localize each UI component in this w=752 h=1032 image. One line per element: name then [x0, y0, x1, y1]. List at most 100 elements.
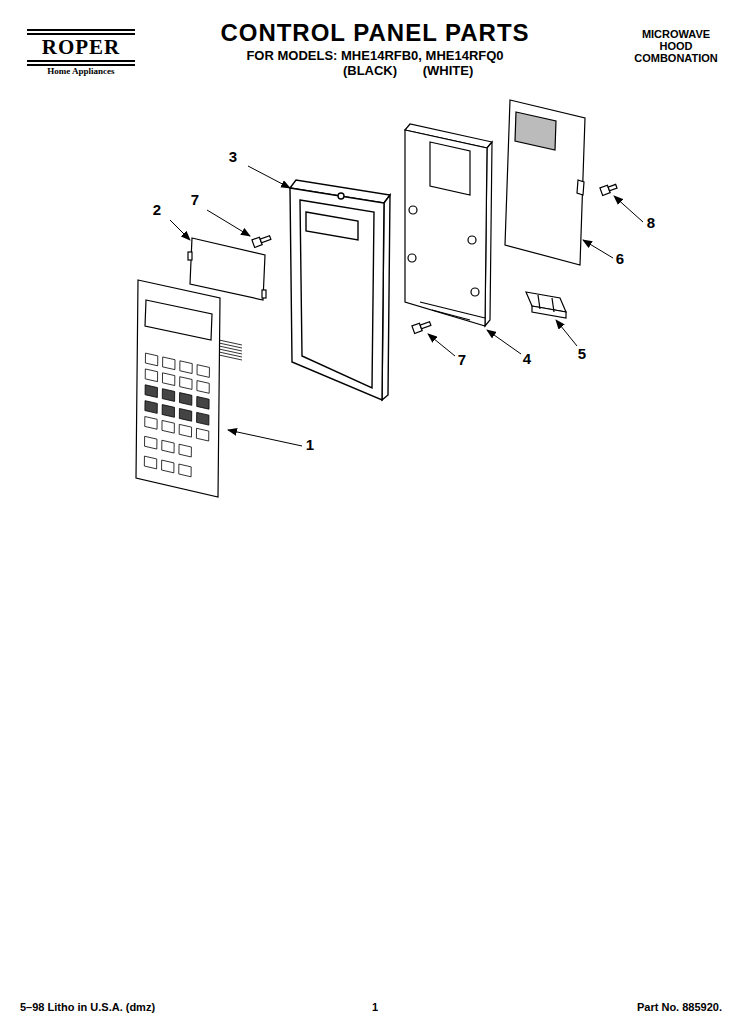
keypad: [162, 389, 174, 402]
control-board: [515, 112, 556, 150]
callout-number: 3: [229, 149, 237, 166]
bracket: [532, 306, 566, 318]
keypad: [179, 424, 191, 437]
bracket: [538, 295, 540, 309]
print-note: 5–98 Litho in U.S.A. (dmz): [20, 1001, 155, 1013]
logo-rules: [27, 30, 135, 65]
control-frame: [290, 188, 384, 400]
control-housing: [432, 310, 470, 320]
control-board: [505, 100, 585, 265]
keypad: [219, 340, 242, 345]
control-frame: [306, 212, 358, 240]
keypad: [145, 369, 157, 382]
keypad: [197, 381, 209, 394]
keypad: [179, 444, 191, 457]
leader-arrow: [583, 240, 613, 258]
keypad: [219, 355, 242, 360]
keypad: [162, 460, 174, 473]
keypad: [180, 393, 192, 406]
callout-number: 6: [616, 251, 624, 268]
leader-arrow: [248, 166, 290, 188]
leader-arrow: [487, 330, 521, 354]
page-title: CONTROL PANEL PARTS: [220, 20, 529, 46]
callout-number: 8: [647, 215, 655, 232]
keypad: [219, 349, 242, 354]
control-housing: [408, 254, 416, 262]
control-board: [505, 100, 585, 265]
keypad: [179, 408, 191, 421]
keypad: [162, 440, 174, 453]
callout-number: 2: [153, 202, 161, 219]
display-cover: [188, 238, 266, 300]
callout-number: 5: [578, 346, 586, 363]
keypad: [197, 365, 209, 378]
keypad: [219, 340, 242, 360]
keypad: [219, 352, 242, 357]
keypad: [219, 343, 242, 348]
color-note: (BLACK): [343, 64, 397, 78]
screw: [412, 320, 432, 334]
display-cover: [188, 252, 192, 260]
logo-rules: [27, 64, 135, 66]
keypad: [145, 353, 157, 366]
control-frame: [300, 200, 374, 388]
keypad: [162, 420, 174, 433]
control-frame: [290, 180, 390, 400]
keypad: [144, 456, 156, 469]
control-housing: [405, 130, 487, 326]
keypad: [162, 373, 174, 386]
keypad: [196, 428, 208, 441]
brand-tagline: Home Appliances: [47, 67, 114, 77]
display-cover: [190, 238, 265, 300]
keypad: [136, 280, 242, 497]
keypad: [180, 361, 192, 374]
control-housing: [468, 236, 476, 244]
control-housing: [405, 124, 492, 326]
control-board: [577, 180, 584, 195]
callout-number: 7: [458, 352, 466, 369]
callout-number: 7: [191, 192, 199, 209]
keypad: [145, 300, 212, 340]
keypad: [162, 405, 174, 418]
keypad: [179, 464, 191, 477]
keypad: [145, 385, 157, 398]
display-cover: [262, 290, 266, 298]
part-number: Part No. 885920.: [637, 1001, 722, 1013]
control-housing: [430, 142, 470, 195]
leader-arrow: [170, 166, 643, 446]
bracket: [552, 298, 554, 312]
control-housing: [471, 288, 479, 296]
leader-arrow: [228, 430, 302, 446]
bracket: [526, 292, 566, 318]
keypad: [145, 417, 157, 430]
screw: [420, 322, 431, 329]
screw: [600, 182, 618, 195]
leader-arrow: [556, 320, 577, 346]
screw: [252, 234, 272, 248]
leader-arrow: [207, 210, 250, 236]
keypad: [144, 353, 209, 477]
leader-arrow: [614, 196, 643, 222]
keypad: [219, 346, 242, 351]
callout-number: 4: [523, 351, 531, 368]
color-note: (WHITE): [423, 64, 474, 78]
keypad: [197, 396, 209, 409]
logo-rules: [27, 29, 135, 31]
page-number: 1: [372, 1001, 378, 1013]
keypad: [136, 280, 220, 497]
leader-arrow: [170, 220, 190, 240]
model-list: FOR MODELS: MHE14RFB0, MHE14RFQ0: [246, 49, 503, 63]
keypad: [180, 377, 192, 390]
product-type: MICROWAVE HOOD COMBONATION: [628, 28, 724, 64]
keypad: [197, 412, 209, 425]
keypad: [145, 436, 157, 449]
control-frame: [338, 193, 344, 199]
screw: [608, 184, 617, 190]
logo-rules: [27, 60, 135, 62]
keypad: [145, 401, 157, 414]
brand-logo: ROPER: [42, 36, 121, 59]
leader-arrow: [428, 334, 455, 356]
screw: [252, 182, 618, 333]
